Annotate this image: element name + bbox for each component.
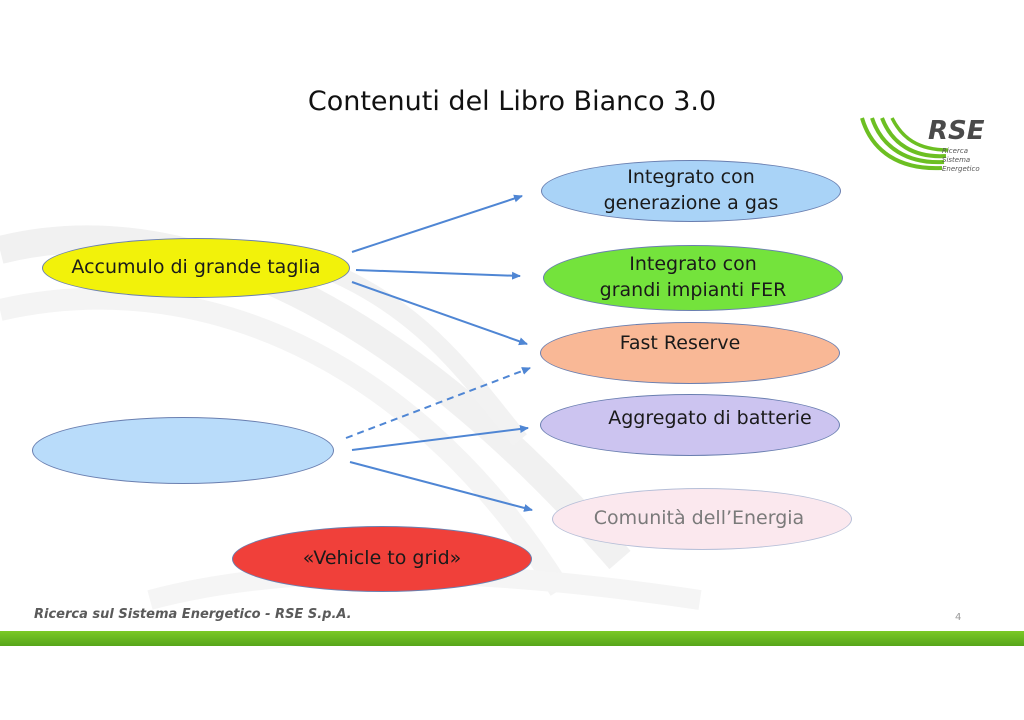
page-number: 4 (955, 612, 962, 623)
node-empty (32, 417, 334, 484)
footer-green-bar (0, 631, 1024, 646)
node-fast-reserve: Fast Reserve (540, 322, 840, 384)
footer-text: Ricerca sul Sistema Energetico - RSE S.p… (34, 607, 352, 622)
slide-title: Contenuti del Libro Bianco 3.0 (307, 86, 717, 117)
node-vehicle-to-grid: «Vehicle to grid» (232, 526, 532, 592)
node-aggregato: Aggregato di batterie (540, 394, 840, 456)
rse-logo-icon (860, 117, 949, 171)
logo-name: RSE (928, 116, 985, 146)
logo-subtitle: Ricerca Sistema Energetico (942, 147, 980, 173)
node-accumulo: Accumulo di grande taglia (42, 238, 350, 298)
node-comunita: Comunità dell’Energia (552, 488, 852, 550)
